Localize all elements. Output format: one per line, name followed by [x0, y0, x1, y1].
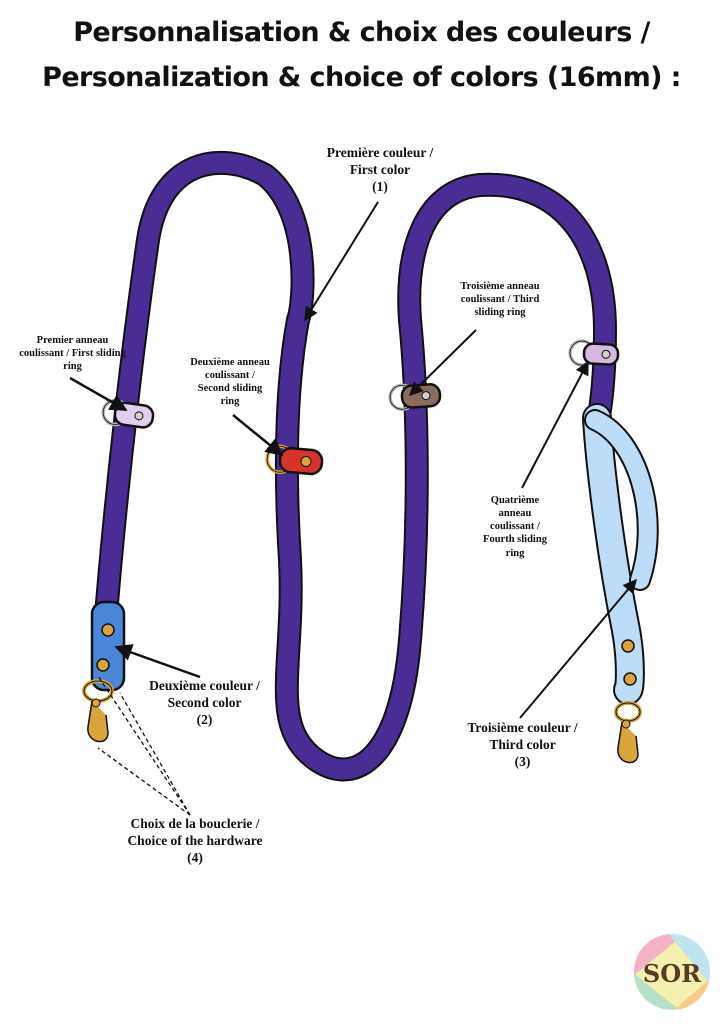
label-hardware: Choix de la bouclerie / Choice of the ha…: [127, 816, 263, 865]
page-title-line-1: Personnalisation & choix des couleurs /: [73, 17, 650, 48]
strap-third-color-curve-fill: [586, 411, 657, 589]
rivet-icon: [623, 672, 637, 686]
strap-first-color-fill: [96, 152, 616, 780]
arrow-third-color: [519, 578, 637, 719]
arrow-ring3: [409, 329, 477, 396]
sliding-ring-icon: [101, 398, 155, 429]
label-ring-3: Troisième anneau coulissant / Third slid…: [460, 281, 540, 319]
arrow-first-color: [304, 201, 379, 322]
snap-hook-icon: [614, 701, 642, 764]
rivet-icon: [621, 639, 635, 653]
arrow-ring1: [69, 376, 128, 412]
label-third-color: Troisième couleur / Third color (3): [467, 720, 578, 769]
label-ring-2: Deuxième anneau coulissant / Second slid…: [190, 357, 270, 408]
label-ring-4: Quatrième anneau coulissant / Fourth sli…: [483, 495, 547, 559]
rivet-icon: [96, 658, 110, 672]
label-first-color: Première couleur / First color (1): [326, 145, 434, 194]
arrow-second-color: [114, 644, 201, 679]
dashed-hardware-3: [97, 747, 191, 816]
dashed-hardware-2: [119, 692, 191, 816]
logo-text: SOR: [643, 959, 702, 988]
sliding-ring-icon: [265, 444, 324, 476]
rivet-icon: [101, 623, 115, 637]
sliding-ring-icon: [568, 339, 620, 367]
sliding-ring-icon: [388, 383, 442, 412]
label-ring-1: Premier anneau coulissant / First slidin…: [19, 335, 126, 373]
arrow-ring2: [232, 414, 284, 457]
arrow-ring4: [521, 360, 589, 489]
strap-second-color: [90, 600, 126, 692]
snap-hook-icon: [82, 679, 114, 743]
label-second-color: Deuxième couleur / Second color (2): [149, 678, 260, 727]
page-title-line-2: Personalization & choice of colors (16mm…: [42, 62, 681, 93]
logo-icon: SOR: [634, 934, 710, 1010]
